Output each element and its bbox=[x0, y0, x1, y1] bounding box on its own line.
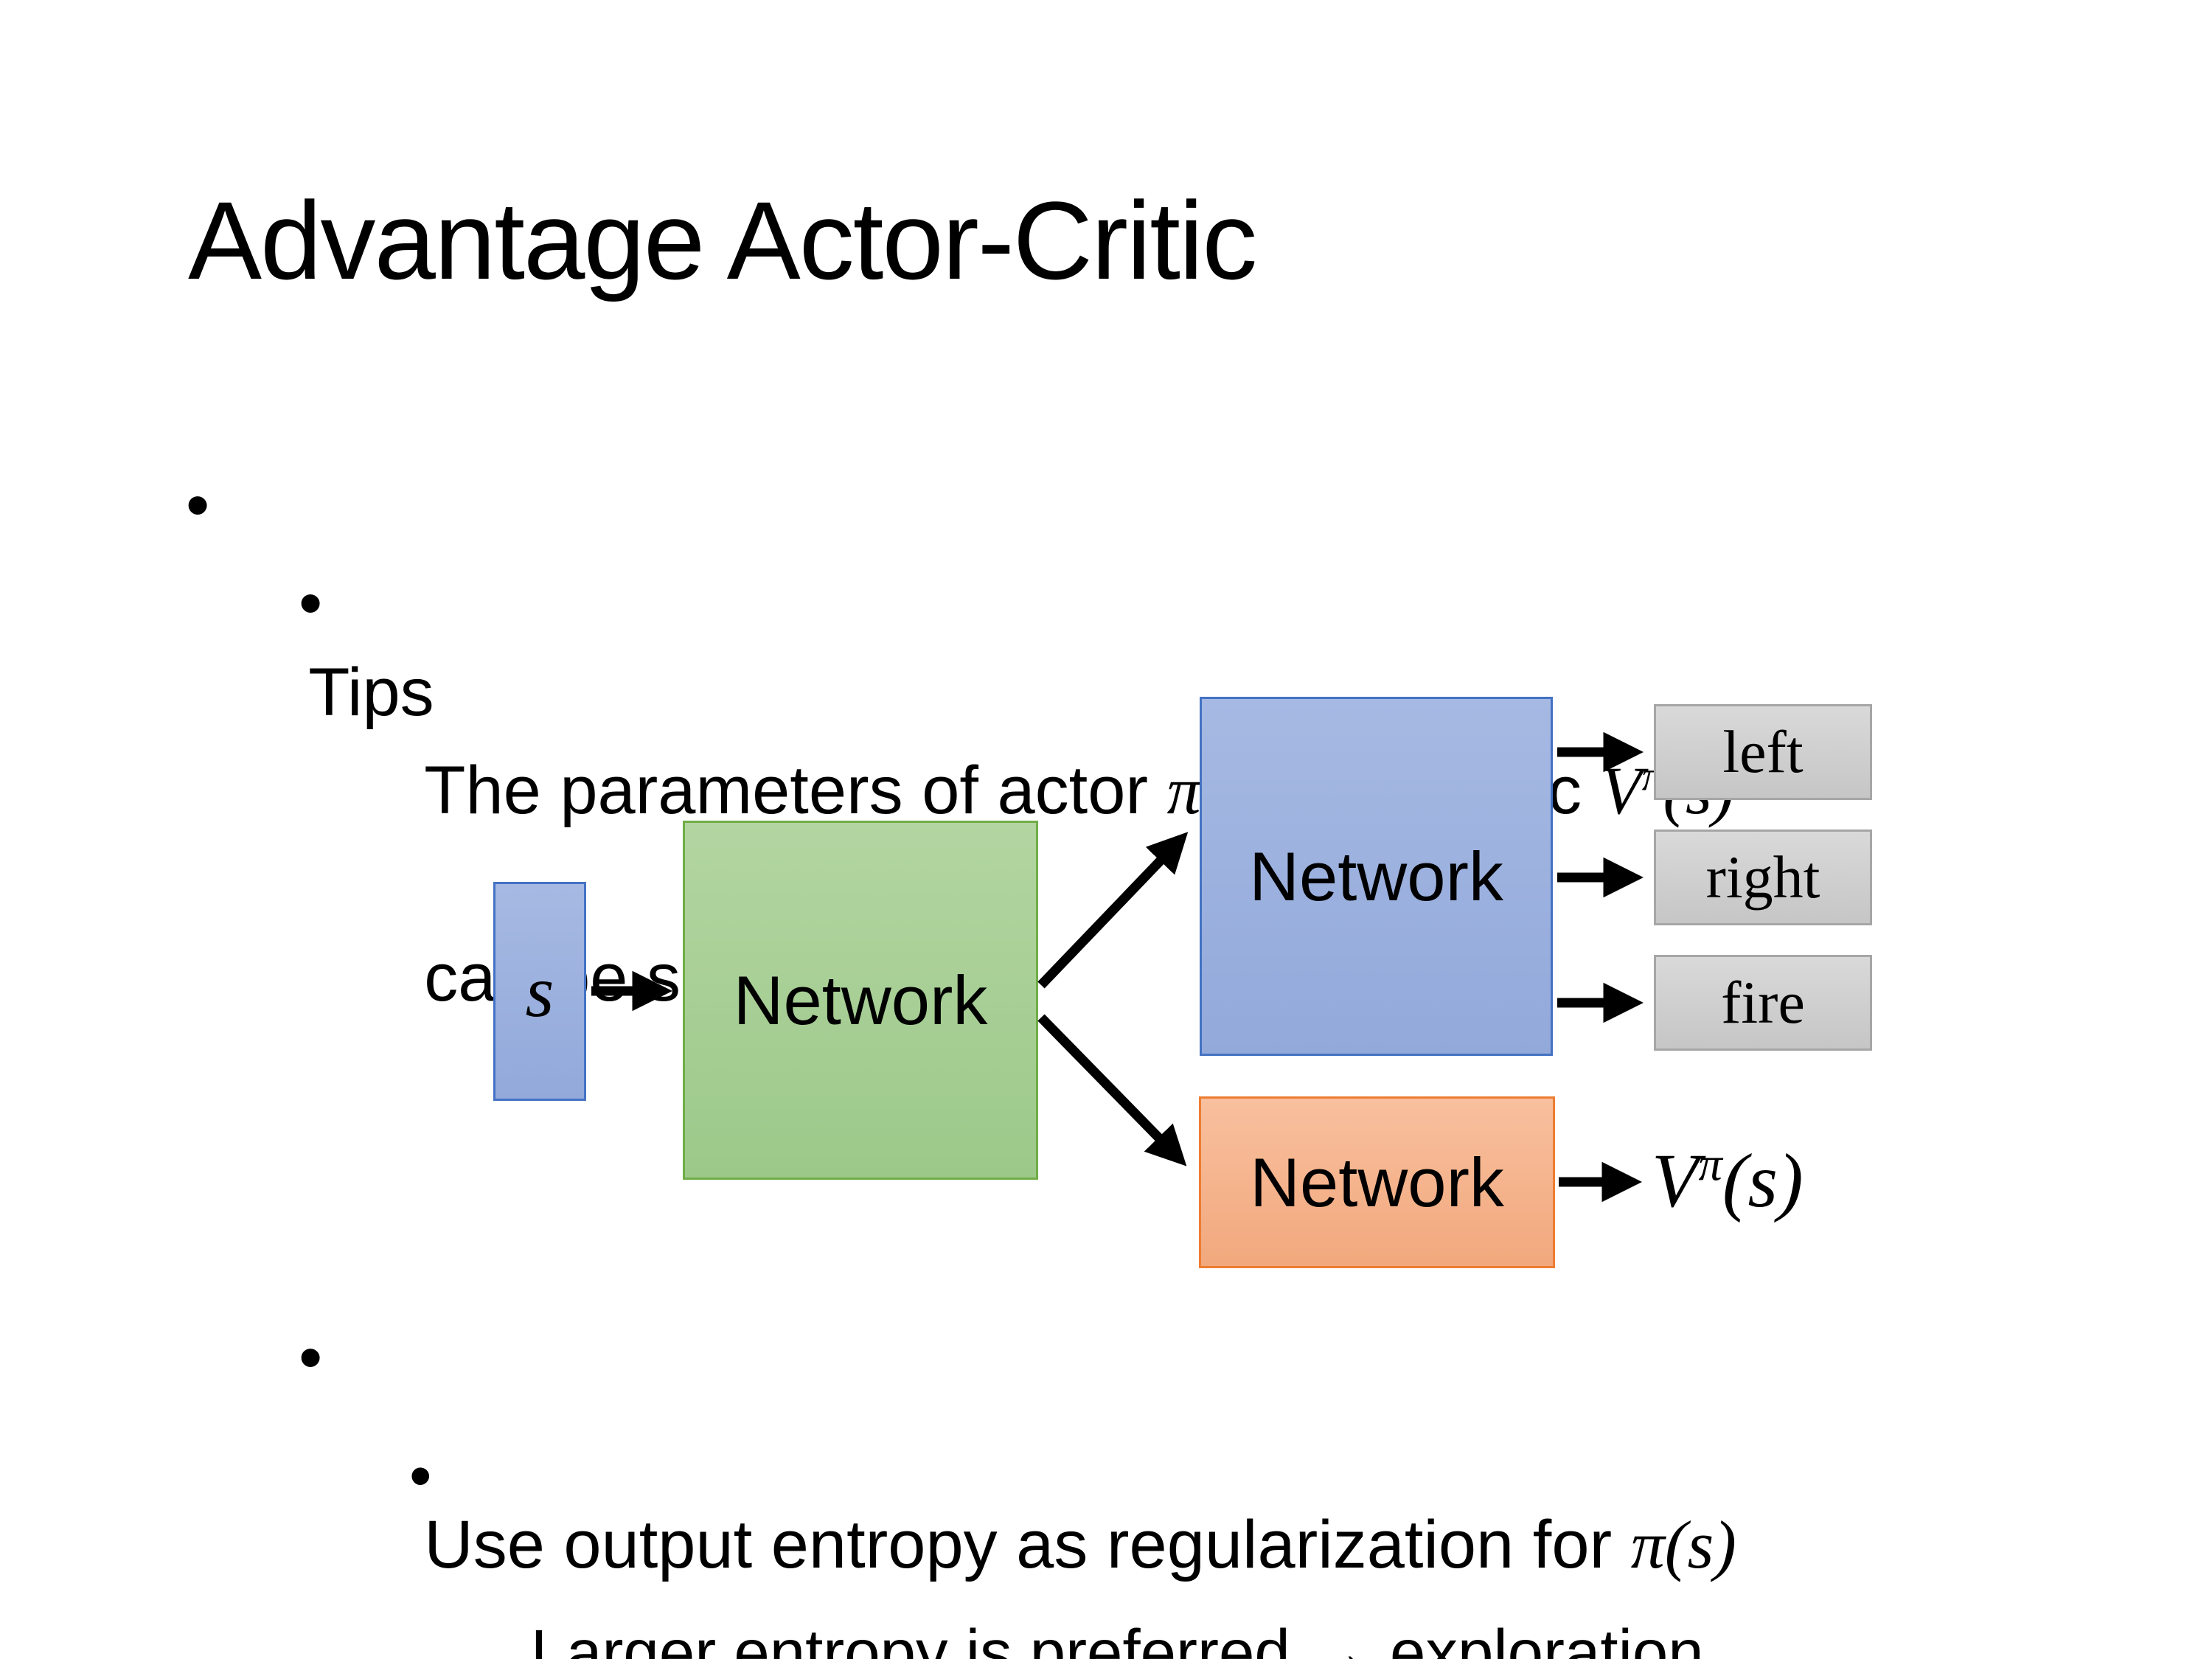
entropy-policy-math: π(s) bbox=[1630, 1506, 1736, 1582]
critic-network-box: Network bbox=[1199, 1096, 1555, 1268]
actor-network-label: Network bbox=[1249, 837, 1503, 915]
bullet-tips: • Tips bbox=[186, 459, 434, 833]
action-output-left-label: left bbox=[1722, 718, 1804, 785]
bullet-dot: • bbox=[409, 1440, 432, 1512]
action-output-right-box: right bbox=[1654, 830, 1872, 925]
value-output-base: V bbox=[1652, 1138, 1699, 1223]
bullet-entropy-regularization: • Use output entropy as regularization f… bbox=[299, 1311, 1736, 1659]
shared-network-label: Network bbox=[733, 961, 988, 1039]
critic-value-base: V bbox=[1600, 752, 1642, 828]
critic-network-label: Network bbox=[1250, 1143, 1504, 1221]
bullet-dot: • bbox=[299, 1320, 323, 1395]
bullet-tips-text: Tips bbox=[308, 654, 434, 730]
value-output-text: Vπ(s) bbox=[1652, 1137, 1804, 1225]
action-output-fire-box: fire bbox=[1654, 955, 1872, 1051]
action-output-right-label: right bbox=[1705, 844, 1820, 911]
bullet-dot: • bbox=[299, 566, 323, 641]
shared-network-box: Network bbox=[683, 821, 1038, 1180]
value-output-sup: π bbox=[1698, 1138, 1722, 1191]
state-input-box: s bbox=[493, 882, 586, 1101]
larger-entropy-text: Larger entropy is preferred → exploratio… bbox=[530, 1617, 1704, 1659]
value-output-args: (s) bbox=[1722, 1138, 1804, 1223]
actor-network-box: Network bbox=[1200, 697, 1553, 1056]
bullet-larger-entropy: • Larger entropy is preferred → explorat… bbox=[409, 1432, 1704, 1659]
action-output-fire-label: fire bbox=[1721, 969, 1805, 1036]
action-output-left-box: left bbox=[1654, 704, 1872, 800]
page-title: Advantage Actor-Critic bbox=[188, 178, 1257, 302]
shared-pre-text: The parameters of actor bbox=[424, 752, 1167, 828]
state-input-label: s bbox=[525, 950, 554, 1032]
entropy-pre-text: Use output entropy as regularization for bbox=[424, 1506, 1631, 1582]
bullet-dot: • bbox=[186, 467, 210, 543]
